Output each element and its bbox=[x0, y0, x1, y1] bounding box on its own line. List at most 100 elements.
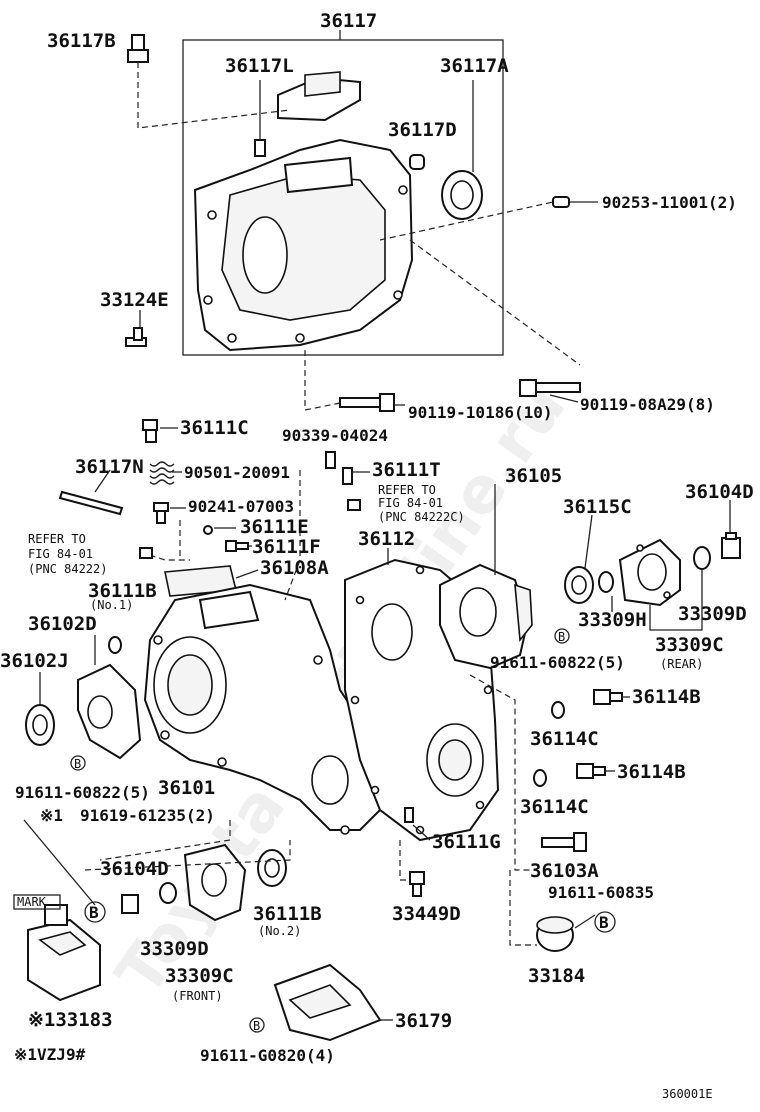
damper-33184[interactable] bbox=[536, 916, 574, 952]
rear-cover-36102D[interactable] bbox=[77, 663, 142, 760]
dash-90119-10186 bbox=[304, 350, 341, 411]
label-rear: (REAR) bbox=[660, 657, 703, 671]
label-33449D: 33449D bbox=[392, 903, 461, 925]
leader-mount bbox=[23, 819, 96, 906]
label-36104D-rear: 36104D bbox=[685, 481, 754, 503]
oil-seal-36115C[interactable] bbox=[564, 566, 594, 604]
label-36111G: 36111G bbox=[432, 831, 501, 853]
label-front: (FRONT) bbox=[172, 989, 223, 1003]
washer-36111E[interactable] bbox=[203, 525, 213, 535]
label-36111B-no2: 36111B bbox=[253, 903, 322, 925]
callout-b-front-text: B bbox=[74, 757, 81, 771]
bolt-36114B-lower[interactable] bbox=[576, 763, 606, 779]
label-90241-07003: 90241-07003 bbox=[188, 497, 294, 516]
leader-36115C bbox=[584, 514, 593, 569]
callout-b-mount[interactable]: B bbox=[84, 901, 106, 923]
oil-seal-36117A[interactable] bbox=[441, 170, 483, 220]
companion-flange-front-33309C[interactable] bbox=[183, 843, 247, 922]
gasket-36114C-upper[interactable] bbox=[551, 701, 565, 719]
label-36117: 36117 bbox=[320, 10, 377, 32]
label-36115C: 36115C bbox=[563, 496, 632, 518]
plug-33449D[interactable] bbox=[409, 871, 425, 897]
breather-plug-36117B[interactable] bbox=[127, 34, 149, 63]
spring-90501-20091[interactable] bbox=[149, 461, 175, 485]
label-33184: 33184 bbox=[528, 965, 585, 987]
label-refer-to-a: REFER TO bbox=[378, 483, 436, 497]
label-36111B-no1: 36111B bbox=[88, 580, 157, 602]
extension-housing[interactable] bbox=[193, 138, 414, 352]
companion-flange-rear-33309C[interactable] bbox=[618, 538, 681, 607]
label-36117D: 36117D bbox=[388, 119, 457, 141]
callout-b-36179[interactable]: B bbox=[249, 1017, 265, 1033]
callout-b-rear-text: B bbox=[558, 630, 565, 644]
callout-b-33184-text: B bbox=[599, 913, 609, 932]
group-box-36117 bbox=[182, 39, 504, 356]
shift-lever-retainer-36117L[interactable] bbox=[277, 71, 361, 122]
leader-90119-08A29 bbox=[549, 394, 579, 403]
oil-seal-36102J[interactable] bbox=[25, 704, 55, 746]
washer-front-33309D[interactable] bbox=[159, 882, 177, 904]
label-33309D-rear: 33309D bbox=[678, 603, 747, 625]
label-33309H: 33309H bbox=[578, 609, 647, 631]
label-pnc-84222c: (PNC 84222C) bbox=[378, 510, 465, 524]
gasket-36114C-lower[interactable] bbox=[533, 769, 547, 787]
label-91619-61235: 91619-61235(2) bbox=[80, 806, 215, 825]
label-36103A: 36103A bbox=[530, 860, 599, 882]
rear-output-housing-36105[interactable] bbox=[439, 563, 533, 670]
label-33309C-front: 33309C bbox=[165, 965, 234, 987]
pin-90253-11001[interactable] bbox=[552, 196, 570, 208]
label-36101: 36101 bbox=[158, 777, 215, 799]
label-note-vzj9: ※1VZJ9# bbox=[14, 1045, 86, 1064]
pin-36111T[interactable] bbox=[342, 467, 353, 485]
label-no2: (No.2) bbox=[258, 924, 301, 938]
bolt-36114B-upper[interactable] bbox=[593, 689, 623, 705]
dust-deflector-33309H[interactable] bbox=[598, 571, 614, 593]
pin-36111G[interactable] bbox=[404, 807, 414, 823]
nut-front-36104D[interactable] bbox=[121, 894, 139, 914]
bracket-36179[interactable] bbox=[273, 963, 382, 1042]
dash-33184 bbox=[509, 870, 537, 946]
label-36102J: 36102J bbox=[0, 650, 69, 672]
valve-36111T-assy[interactable] bbox=[347, 499, 361, 511]
label-36105: 36105 bbox=[505, 465, 562, 487]
gasket-36111B-no1[interactable] bbox=[108, 636, 122, 654]
callout-b-33184[interactable]: B bbox=[594, 911, 616, 933]
label-90119-08A29: 90119-08A29(8) bbox=[580, 395, 715, 414]
label-pnc-84222: (PNC 84222) bbox=[28, 562, 107, 576]
sensor-33124E[interactable] bbox=[125, 327, 147, 347]
bolt-36111F[interactable] bbox=[225, 540, 249, 552]
label-36111F: 36111F bbox=[252, 536, 321, 558]
callout-b-front-bolts[interactable]: B bbox=[70, 755, 86, 771]
label-33124E: 33124E bbox=[100, 289, 169, 311]
leader-33184 bbox=[574, 914, 596, 929]
bolt-90119-10186[interactable] bbox=[339, 393, 395, 412]
transfer-case-front-36101[interactable] bbox=[143, 583, 382, 835]
dash-center-1 bbox=[284, 470, 301, 601]
label-36114C-upper: 36114C bbox=[530, 728, 599, 750]
dash-33449D bbox=[399, 840, 410, 881]
pin-36117L[interactable] bbox=[254, 139, 266, 157]
callout-b-rear-bolts[interactable]: B bbox=[554, 628, 570, 644]
shift-rod-36117N[interactable] bbox=[58, 490, 124, 516]
bolt-90119-08A29[interactable] bbox=[519, 379, 581, 397]
label-36111E: 36111E bbox=[240, 516, 309, 538]
fitting-84222[interactable] bbox=[139, 547, 153, 559]
dash-front-flange bbox=[84, 840, 291, 871]
label-36117N: 36117N bbox=[75, 456, 144, 478]
oil-seal-36111B-no2[interactable] bbox=[257, 849, 287, 887]
label-36111C: 36111C bbox=[180, 417, 249, 439]
nut-rear-36104D[interactable] bbox=[721, 532, 741, 559]
transfer-mount-33183[interactable] bbox=[27, 904, 101, 1002]
bolt-36103A[interactable] bbox=[541, 832, 587, 852]
label-36179: 36179 bbox=[395, 1010, 452, 1032]
plug-36117D[interactable] bbox=[409, 154, 425, 170]
plug-36111C[interactable] bbox=[142, 419, 158, 443]
dash-91619 bbox=[99, 820, 231, 861]
pin-90339-04024[interactable] bbox=[325, 451, 336, 469]
plug-90241-07003[interactable] bbox=[153, 502, 169, 524]
diagram-code: 360001E bbox=[662, 1087, 713, 1101]
washer-rear-33309D[interactable] bbox=[693, 546, 711, 570]
label-36117A: 36117A bbox=[440, 55, 509, 77]
label-90253-11001: 90253-11001(2) bbox=[602, 193, 737, 212]
